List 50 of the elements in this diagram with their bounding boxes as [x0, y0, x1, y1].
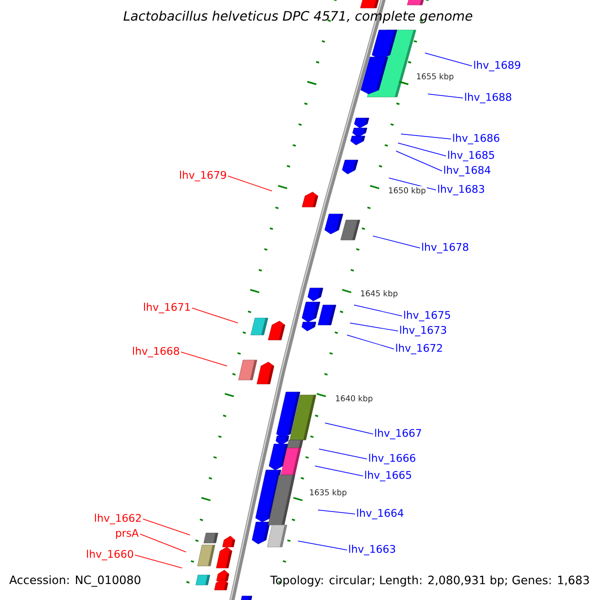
gene-label: lhv_1683 — [438, 184, 484, 196]
leader-line — [354, 304, 402, 316]
leader-line — [228, 176, 272, 192]
gene-label: lhv_1679 — [180, 170, 226, 182]
leader-line — [192, 308, 238, 324]
scale-label: 1640 kbp — [334, 394, 374, 404]
leader-line — [428, 94, 464, 98]
leader-line — [140, 534, 186, 552]
title: Lactobacillus helveticus DPC 4571, complete genome — [124, 10, 472, 24]
gene-label: lhv_1666 — [369, 454, 416, 464]
gene-label: lhv_1663 — [349, 544, 396, 556]
leader-line — [424, 52, 472, 66]
scale-label: 1650 kbp — [387, 186, 427, 196]
leader-line — [142, 518, 190, 536]
leader-line — [372, 236, 420, 248]
leader-line — [318, 448, 368, 460]
gene-label: lhv_1689 — [474, 60, 520, 72]
gene-label: lhv_1672 — [396, 344, 442, 354]
leader-line — [314, 466, 364, 476]
leader-line — [400, 134, 452, 140]
gene-label: lhv_1678 — [422, 242, 468, 254]
scale-label: 1635 kbp — [308, 488, 348, 498]
gene-label: prsA — [116, 529, 139, 539]
gene-label: lhv_1673 — [400, 326, 446, 336]
gene-label: lhv_1664 — [357, 508, 404, 520]
info-text: Accession: NC_010080 — [9, 575, 140, 587]
gene-label: lhv_1684 — [444, 166, 490, 176]
gene-label: lhv_1668 — [133, 346, 180, 358]
gene-label: lhv_1688 — [465, 92, 512, 104]
gene-label: lhv_1662 — [95, 514, 141, 524]
gene-label: lhv_1667 — [375, 428, 422, 440]
scale-label: 1655 kbp — [415, 72, 455, 82]
gene-label: lhv_1671 — [144, 302, 190, 314]
leader-line — [350, 322, 398, 332]
scale-label: 1645 kbp — [359, 289, 399, 299]
leader-line — [396, 150, 442, 172]
gene-label: lhv_1665 — [365, 470, 412, 482]
leader-line — [318, 510, 356, 514]
gene-label: lhv_1685 — [448, 150, 494, 162]
leader-line — [398, 142, 446, 156]
gene-label: lhv_1686 — [453, 134, 500, 144]
leader-line — [346, 334, 394, 350]
leader-line — [180, 352, 228, 366]
gene-label: lhv_1660 — [87, 550, 134, 560]
leader-line — [388, 178, 436, 190]
leader-line — [298, 540, 348, 550]
gene-label: lhv_1675 — [404, 310, 450, 322]
leader-line — [134, 554, 182, 568]
leader-line — [324, 422, 374, 434]
info-text: Topology: circular; Length: 2,080,931 bp; Genes: 1,683 — [270, 575, 589, 587]
